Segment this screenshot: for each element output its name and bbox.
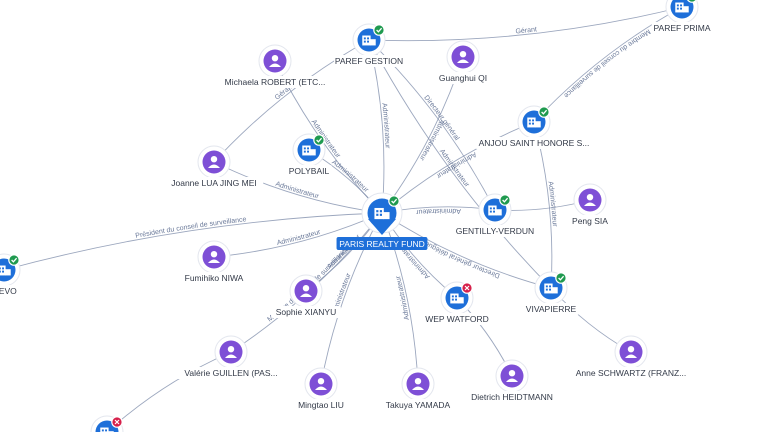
edge-label: Membre du conseil de surveillance (562, 27, 651, 98)
node-label: Peng SIA (572, 216, 608, 226)
person-icon (584, 194, 596, 206)
person-node-fumihiko[interactable]: Fumihiko NIWA (179, 240, 249, 284)
node-label: Anne SCHWARTZ (FRANZ... (576, 368, 687, 378)
active-check-icon (555, 272, 567, 284)
building-icon (488, 205, 502, 216)
edge-vivapierre-center (381, 212, 552, 289)
person-node-valerie[interactable]: Valérie GUILLEN (PAS... (172, 335, 290, 379)
edge-label: Directeur général délégué (424, 240, 501, 279)
closed-status-icon (461, 282, 473, 294)
edge-label: Administrateur (546, 181, 558, 228)
company-node-vivapierre[interactable]: VIVAPIERRE (523, 271, 579, 315)
edge-fumihiko-center (213, 212, 383, 258)
active-check-icon (499, 194, 511, 206)
node-label: ANJOU SAINT HONORE S... (479, 138, 590, 148)
active-check-icon (388, 195, 400, 207)
person-icon (412, 378, 424, 390)
building-icon (362, 35, 376, 46)
company-node-evo[interactable]: F EVO (0, 253, 21, 297)
edge-label: Président du conseil de surveillance (135, 216, 247, 240)
company-node-bottom-left[interactable] (90, 415, 124, 432)
person-icon (506, 370, 518, 382)
person-icon (457, 51, 469, 63)
node-label: Michaela ROBERT (ETC... (225, 77, 326, 87)
company-node-gentilly[interactable]: GENTILLY-VERDUN (455, 193, 535, 237)
edge-label: Gérant (515, 26, 537, 35)
person-icon (208, 251, 220, 263)
edge-paref-gestion-vivapierre (368, 39, 552, 289)
active-check-icon (538, 106, 550, 118)
person-node-peng[interactable]: Peng SIA (566, 183, 614, 227)
person-node-dietrich[interactable]: Dietrich HEIDTMANN (465, 359, 559, 403)
node-label: GENTILLY-VERDUN (456, 226, 534, 236)
center-node[interactable]: PARIS REALTY FUND (336, 192, 428, 250)
active-check-icon (687, 0, 697, 3)
building-icon (527, 117, 541, 128)
nodes-layer: PAREF GESTION PAREF PRIMA Michaela ROBERT … (0, 0, 713, 432)
node-label: PAREF GESTION (335, 56, 403, 66)
node-label: Guanghui QI (439, 73, 487, 83)
company-node-paref-gestion[interactable]: PAREF GESTION (334, 23, 404, 67)
person-icon (315, 378, 327, 390)
person-icon (625, 346, 637, 358)
company-node-wep[interactable]: WEP WATFORD (425, 281, 489, 325)
node-label: POLYBAIL (289, 166, 330, 176)
person-icon (300, 285, 312, 297)
node-label: Sophie XIANYU (276, 307, 336, 317)
building-icon (302, 145, 316, 156)
edge-label: Administrateur (395, 274, 411, 320)
person-icon (208, 156, 220, 168)
person-node-sophie[interactable]: Sophie XIANYU (271, 274, 341, 318)
building-icon (0, 265, 11, 276)
edge-paref-gestion-paref-prima (368, 6, 683, 42)
person-node-takuya[interactable]: Takuya YAMADA (383, 367, 453, 411)
person-icon (225, 346, 237, 358)
company-node-anjou[interactable]: ANJOU SAINT HONORE S... (475, 105, 593, 149)
edge-label: Administrateur (274, 181, 320, 201)
building-icon (450, 293, 464, 304)
edge-takuya-center (381, 212, 419, 385)
building-icon (374, 207, 390, 220)
building-icon (675, 2, 689, 13)
edge-label: Directeur général (422, 94, 460, 142)
person-icon (269, 55, 281, 67)
node-label: F EVO (0, 286, 17, 296)
company-node-polybail[interactable]: POLYBAIL (285, 133, 333, 177)
company-node-paref-prima[interactable]: PAREF PRIMA (651, 0, 713, 34)
closed-status-icon (111, 416, 123, 428)
node-label: Dietrich HEIDTMANN (471, 392, 553, 402)
person-node-joanne[interactable]: Joanne LUA JING MEI (164, 145, 264, 189)
active-check-icon (8, 254, 20, 266)
center-node-label: PARIS REALTY FUND (339, 239, 425, 249)
person-node-guanghui[interactable]: Guanghui QI (432, 40, 494, 84)
edge-label: Administrateur (415, 207, 461, 215)
active-check-icon (313, 134, 325, 146)
node-label: Takuya YAMADA (386, 400, 451, 410)
node-label: PAREF PRIMA (654, 23, 711, 33)
node-label: Joanne LUA JING MEI (171, 178, 257, 188)
person-node-mingtao[interactable]: Mingtao LIU (290, 367, 352, 411)
node-label: WEP WATFORD (425, 314, 489, 324)
person-node-michaela[interactable]: Michaela ROBERT (ETC... (216, 44, 334, 88)
edge-joanne-paref-gestion (213, 39, 370, 163)
node-label: Fumihiko NIWA (185, 273, 244, 283)
edge-label: Administrateur (330, 159, 370, 195)
edge-joanne-center (213, 161, 383, 214)
edge-mingtao-center (320, 212, 383, 385)
active-check-icon (373, 24, 385, 36)
node-label: Mingtao LIU (298, 400, 344, 410)
edge-evo-center (3, 212, 383, 271)
edge-valerie-bottom-left (106, 351, 232, 432)
building-icon (544, 283, 558, 294)
node-label: VIVAPIERRE (526, 304, 577, 314)
node-label: Valérie GUILLEN (PAS... (184, 368, 277, 378)
edge-label: Administrateur (380, 103, 390, 150)
edge-paref-prima-anjou (533, 6, 683, 123)
person-node-anne[interactable]: Anne SCHWARTZ (FRANZ... (572, 335, 690, 379)
